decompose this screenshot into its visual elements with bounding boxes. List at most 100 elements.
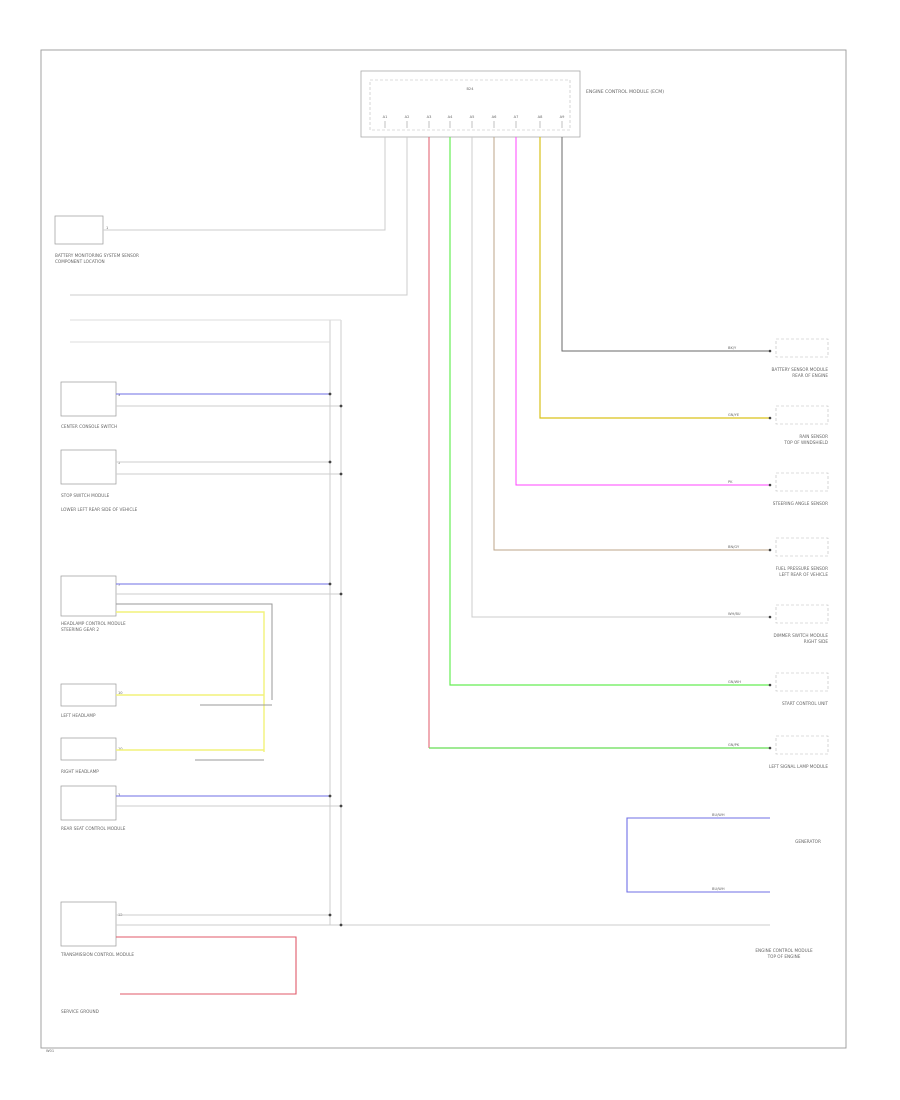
right-component-wire-color: PK: [728, 480, 733, 484]
right-component-label: START CONTROL UNIT: [782, 701, 828, 706]
right-component-connector: [775, 672, 829, 692]
left-wires: [103, 229, 770, 995]
stop-switch-sub: LOWER LEFT REAR SIDE OF VEHICLE: [61, 507, 138, 512]
battery-sensor-pin: 1: [106, 226, 108, 230]
wire-headlamp-control-yellow: [116, 611, 265, 752]
right-component-connector: [775, 405, 829, 425]
wire-headlamp-control-black: [116, 603, 273, 700]
right-component-wire-color: GN/PK: [728, 743, 740, 747]
right-headlamp-pin: 10: [118, 747, 123, 751]
right-component-label: RAIN SENSOR: [799, 434, 828, 439]
stop-switch-label: STOP SWITCH MODULE: [61, 493, 110, 498]
stop-switch-module-box: [60, 449, 117, 485]
battery-sensor-label: BATTERY MONITORING SYSTEM SENSOR: [55, 253, 139, 258]
wire-ecm-brown-gray: [493, 137, 770, 551]
right-component-wire-color: BK/Y: [728, 346, 737, 350]
right-component-wire-color: GN/WH: [728, 680, 741, 684]
battery-sensor-sub: COMPONENT LOCATION: [55, 259, 105, 264]
splice-dot: [328, 913, 332, 917]
right-component-sub: LEFT REAR OF VEHICLE: [779, 572, 828, 577]
splice-dot: [339, 804, 343, 808]
wire-ecm-yellow: [539, 137, 770, 419]
left-headlamp-box: [60, 683, 117, 707]
right-component-pin: [768, 349, 772, 353]
headlamp-control-sub: STEERING GEAR 2: [61, 627, 99, 632]
ecm-pin-label: A5: [470, 115, 475, 119]
center-console-switch-box: [60, 381, 117, 417]
engine-control-module-sub: TOP OF ENGINE: [767, 954, 801, 959]
wire-ecm-gray: [561, 137, 770, 352]
right-component-label: DIMMER SWITCH MODULE: [774, 633, 829, 638]
right-component-connector: [775, 338, 829, 358]
right-component-wire-color: BN/GY: [728, 545, 740, 549]
left-headlamp-label: LEFT HEADLAMP: [61, 713, 96, 718]
diagram-frame: [40, 49, 847, 1049]
right-component-label: STEERING ANGLE SENSOR: [773, 501, 828, 506]
right-component-connector: [775, 604, 829, 624]
right-component-connector: [775, 735, 829, 755]
ecm-pin-label: A7: [514, 115, 519, 119]
rear-seat-module-label: REAR SEAT CONTROL MODULE: [61, 826, 126, 831]
battery-sensor-box: [54, 215, 104, 245]
transmission-control-module-box: [60, 901, 117, 947]
ecm-pin-label: A8: [538, 115, 543, 119]
headlamp-control-pin: 7: [118, 583, 120, 587]
left-component-labels: BATTERY MONITORING SYSTEM SENSOR COMPONE…: [46, 226, 139, 1053]
right-component-pin: [768, 416, 772, 420]
wire-ecm-white-blue: [471, 137, 770, 618]
ecm-pin-label: A2: [405, 115, 410, 119]
corner-code: W01: [46, 1049, 54, 1053]
generator-label: GENERATOR: [795, 839, 821, 844]
left-components: [54, 215, 117, 947]
headlamp-control-module-box: [60, 575, 117, 617]
left-headlamp-pin: 10: [118, 691, 123, 695]
center-console-label: CENTER CONSOLE SWITCH: [61, 424, 117, 429]
center-console-pin: 3: [118, 393, 120, 397]
splice-dot: [339, 592, 343, 596]
generator-wire-color: BU/WH: [712, 813, 725, 817]
module-wire-color: BU/WH: [712, 887, 725, 891]
right-component-sub: TOP OF WINDSHIELD: [783, 440, 828, 445]
ecm-pin-label: A3: [427, 115, 432, 119]
wire-ecm-green: [449, 137, 770, 686]
ecm-pin-label: A6: [492, 115, 497, 119]
wire-generator-loop: [626, 817, 770, 893]
right-component-connector: [775, 472, 829, 492]
right-component-label: FUEL PRESSURE SENSOR: [776, 566, 829, 571]
splice-dot: [339, 923, 343, 927]
right-component-pin: [768, 615, 772, 619]
splice-points: [328, 392, 343, 927]
stop-switch-pin: 5: [118, 461, 120, 465]
engine-control-module-label: ENGINE CONTROL MODULE: [755, 948, 813, 953]
splice-dot: [328, 794, 332, 798]
right-component-pin: [768, 483, 772, 487]
wire-ecm-to-battery-sensor: [248, 137, 386, 231]
wire-ecm-pink: [515, 137, 770, 486]
right-component-pin: [768, 746, 772, 750]
right-component-connector: [775, 537, 829, 557]
ecm-pin-label: A1: [383, 115, 388, 119]
splice-dot: [339, 404, 343, 408]
right-component-pin: [768, 548, 772, 552]
splice-dot: [328, 460, 332, 464]
splice-dot: [328, 392, 332, 396]
right-component-sub: RIGHT SIDE: [804, 639, 829, 644]
transmission-module-label: TRANSMISSION CONTROL MODULE: [60, 952, 134, 957]
ecm-top-text: B24: [466, 87, 474, 91]
ecm-pin-label: A9: [560, 115, 565, 119]
splice-dot: [339, 472, 343, 476]
right-component-label: LEFT SIGNAL LAMP MODULE: [769, 764, 828, 769]
service-ground-label: SERVICE GROUND: [61, 1009, 99, 1014]
ecm-title: ENGINE CONTROL MODULE (ECM): [586, 89, 664, 95]
right-component-pin: [768, 683, 772, 687]
generator-group: BU/WH BU/WH GENERATOR ENGINE CONTROL MOD…: [626, 813, 821, 959]
ecm-wires: [70, 137, 770, 749]
rear-seat-control-module-box: [60, 785, 117, 821]
right-headlamp-label: RIGHT HEADLAMP: [61, 769, 99, 774]
wire-ecm-to-ground-line: [70, 137, 408, 296]
rear-seat-module-pin: 3: [118, 793, 120, 797]
